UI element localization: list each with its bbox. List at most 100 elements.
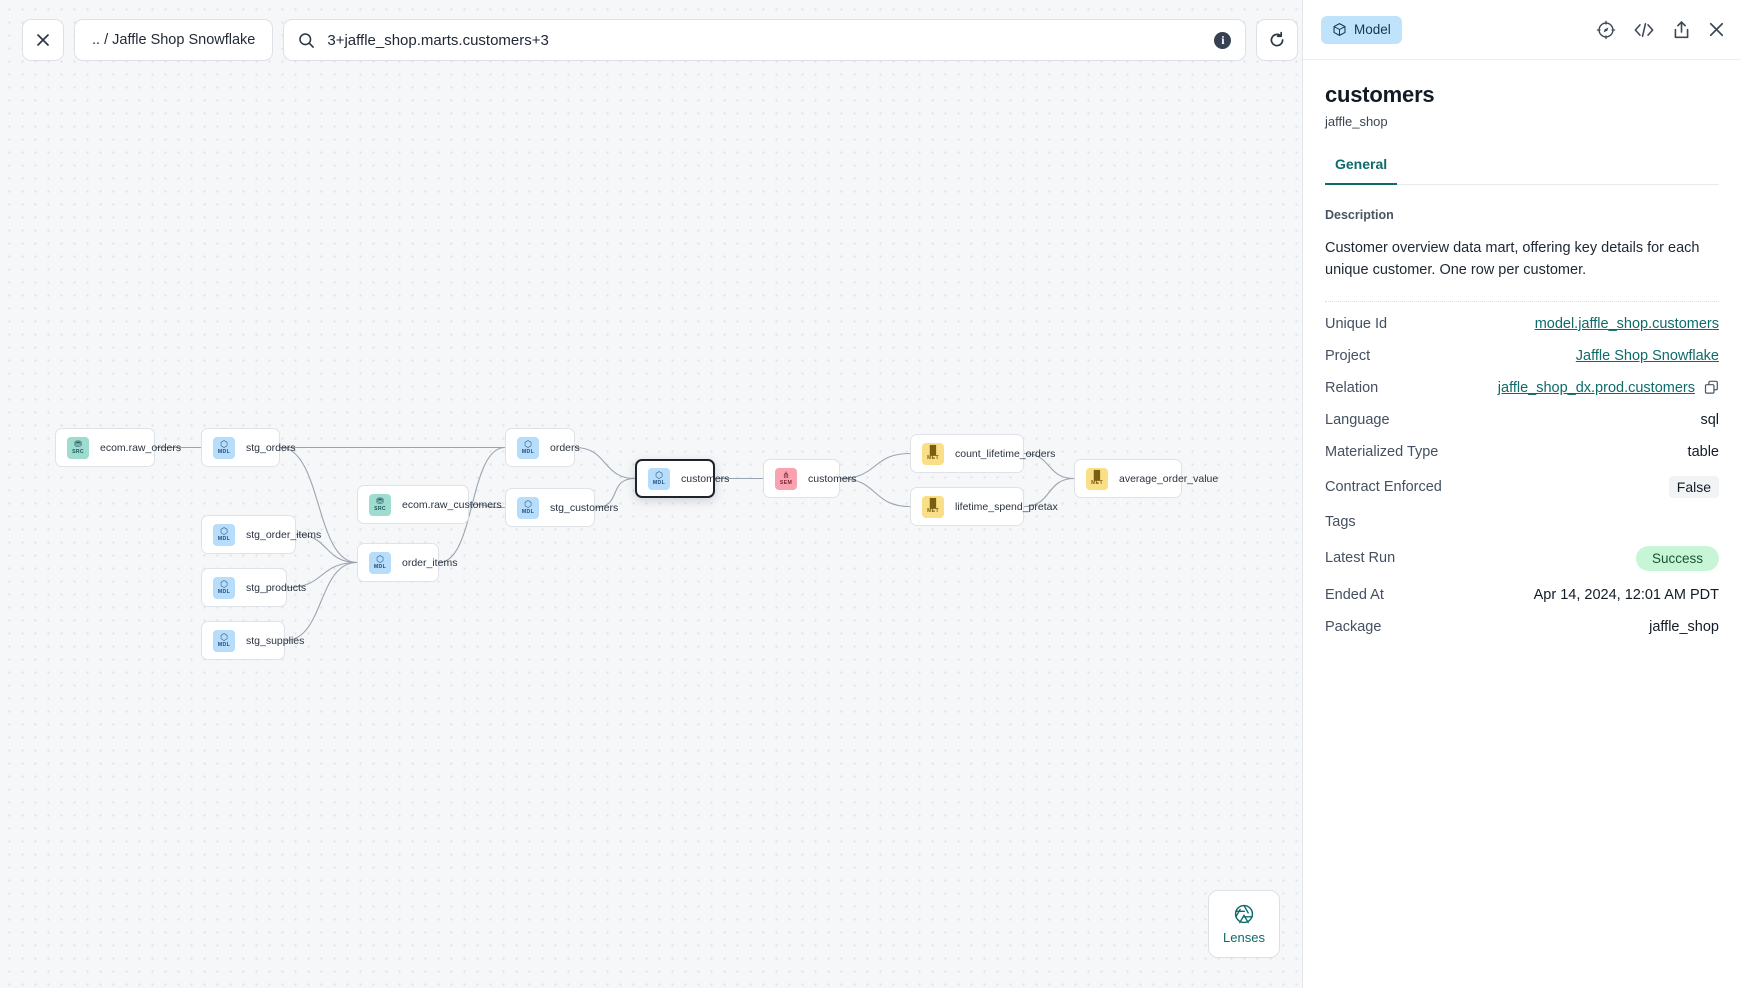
- node-badge-mdl-icon: ⬡MDL: [517, 496, 539, 519]
- detail-value[interactable]: jaffle_shop_dx.prod.customers: [1497, 379, 1695, 396]
- detail-key: Relation: [1325, 379, 1379, 396]
- detail-row: Tags: [1325, 506, 1719, 538]
- lenses-label: Lenses: [1223, 930, 1265, 945]
- detail-value-wrap: Success: [1635, 545, 1719, 571]
- detail-value-wrap: table: [1688, 444, 1719, 460]
- detail-row: Unique Id model.jaffle_shop.customers: [1325, 308, 1719, 340]
- detail-value-wrap: jaffle_shop: [1649, 619, 1719, 635]
- breadcrumb[interactable]: .. / Jaffle Shop Snowflake: [74, 19, 274, 61]
- page-subtitle: jaffle_shop: [1325, 114, 1388, 129]
- share-upload-icon: [1674, 20, 1689, 38]
- detail-value-wrap: False: [1668, 475, 1719, 498]
- description-text: Customer overview data mart, offering ke…: [1325, 240, 1700, 279]
- node-badge-mdl-icon: ⬡MDL: [213, 523, 235, 546]
- graph-node-average_order_value[interactable]: █MET average_order_value: [1074, 459, 1218, 498]
- status-badge: Success: [1635, 545, 1719, 571]
- detail-key: Unique Id: [1325, 315, 1388, 332]
- refresh-button[interactable]: [1256, 19, 1299, 61]
- detail-value: False: [1668, 475, 1719, 498]
- node-label: stg_products: [246, 581, 307, 594]
- node-label: stg_orders: [246, 441, 296, 454]
- panel-toolbar: Model: [1303, 0, 1741, 60]
- cube-icon: [1333, 23, 1346, 36]
- search-input[interactable]: 3+jaffle_shop.marts.customers+3: [327, 31, 549, 49]
- node-label: order_items: [402, 556, 458, 569]
- node-label: customers: [681, 472, 730, 485]
- detail-value-wrap: Jaffle Shop Snowflake: [1576, 348, 1719, 364]
- node-label: lifetime_spend_pretax: [955, 500, 1058, 513]
- canvas-toolbar: .. / Jaffle Shop Snowflake 3+jaffle_shop…: [22, 19, 1299, 61]
- search-icon: [299, 32, 315, 48]
- detail-key: Materialized Type: [1325, 443, 1439, 460]
- detail-value-wrap: jaffle_shop_dx.prod.customers: [1498, 380, 1719, 396]
- node-type-label: Model: [1354, 22, 1391, 37]
- node-label: average_order_value: [1119, 472, 1219, 485]
- detail-value: jaffle_shop: [1649, 618, 1719, 635]
- view-code-button[interactable]: [1633, 21, 1655, 39]
- detail-key: Package: [1325, 618, 1382, 635]
- node-badge-src-icon: ⛃SRC: [369, 493, 391, 516]
- panel-content: Description Customer overview data mart,…: [1303, 185, 1741, 988]
- lenses-button[interactable]: Lenses: [1208, 890, 1280, 958]
- detail-key: Contract Enforced: [1325, 478, 1442, 495]
- node-badge-mdl-icon: ⬡MDL: [213, 436, 235, 459]
- detail-value-wrap: model.jaffle_shop.customers: [1535, 316, 1719, 332]
- target-compass-icon: [1596, 20, 1616, 39]
- detail-row: Package jaffle_shop: [1325, 611, 1719, 643]
- info-icon[interactable]: i: [1214, 31, 1232, 49]
- node-label: count_lifetime_orders: [955, 447, 1056, 460]
- node-badge-met-icon: █MET: [922, 495, 944, 518]
- close-button[interactable]: [22, 19, 64, 61]
- node-badge-met-icon: █MET: [1086, 467, 1108, 490]
- graph-node-count_lifetime_orders[interactable]: █MET count_lifetime_orders: [910, 434, 1055, 473]
- panel-actions: [1596, 20, 1725, 40]
- detail-row: Materialized Type table: [1325, 436, 1719, 468]
- detail-value-wrap: Apr 14, 2024, 12:01 AM PDT: [1534, 587, 1719, 603]
- page-title: customers: [1325, 82, 1435, 107]
- panel-tabs: General: [1325, 156, 1719, 185]
- node-badge-met-icon: █MET: [922, 442, 944, 465]
- aperture-icon: [1234, 904, 1254, 924]
- tab-general[interactable]: General: [1325, 156, 1398, 185]
- divider: [1325, 300, 1719, 302]
- node-badge-mdl-icon: ⬡MDL: [648, 467, 670, 490]
- refresh-icon: [1270, 31, 1284, 47]
- search-bar[interactable]: 3+jaffle_shop.marts.customers+3 i: [283, 19, 1247, 61]
- node-label: customers: [808, 472, 857, 485]
- detail-value: sql: [1700, 411, 1719, 428]
- details-panel: Model: [1302, 0, 1741, 988]
- panel-close-button[interactable]: [1708, 21, 1725, 38]
- detail-value[interactable]: Jaffle Shop Snowflake: [1575, 347, 1719, 364]
- detail-key: Latest Run: [1325, 550, 1396, 567]
- share-button[interactable]: [1672, 20, 1691, 40]
- focus-target-button[interactable]: [1596, 20, 1616, 40]
- graph-node-lifetime_spend_pretax[interactable]: █MET lifetime_spend_pretax: [910, 487, 1058, 526]
- copy-icon[interactable]: [1704, 380, 1719, 395]
- node-label: ecom.raw_customers: [402, 498, 502, 511]
- detail-value[interactable]: model.jaffle_shop.customers: [1534, 315, 1719, 332]
- node-badge-mdl-icon: ⬡MDL: [517, 436, 539, 459]
- graph-node-stg_orders[interactable]: ⬡MDL stg_orders: [201, 428, 296, 467]
- close-icon: [37, 34, 49, 46]
- graph-node-customers_model[interactable]: ⬡MDL customers: [635, 459, 729, 498]
- graph-node-ecom_raw_customers[interactable]: ⛃SRC ecom.raw_customers: [357, 485, 502, 524]
- node-badge-sem-icon: ⋔SEM: [775, 467, 797, 490]
- detail-value: table: [1687, 443, 1719, 460]
- description-label: Description: [1325, 208, 1394, 222]
- graph-node-customers_semantic[interactable]: ⋔SEM customers: [763, 459, 856, 498]
- node-type-chip[interactable]: Model: [1321, 15, 1402, 44]
